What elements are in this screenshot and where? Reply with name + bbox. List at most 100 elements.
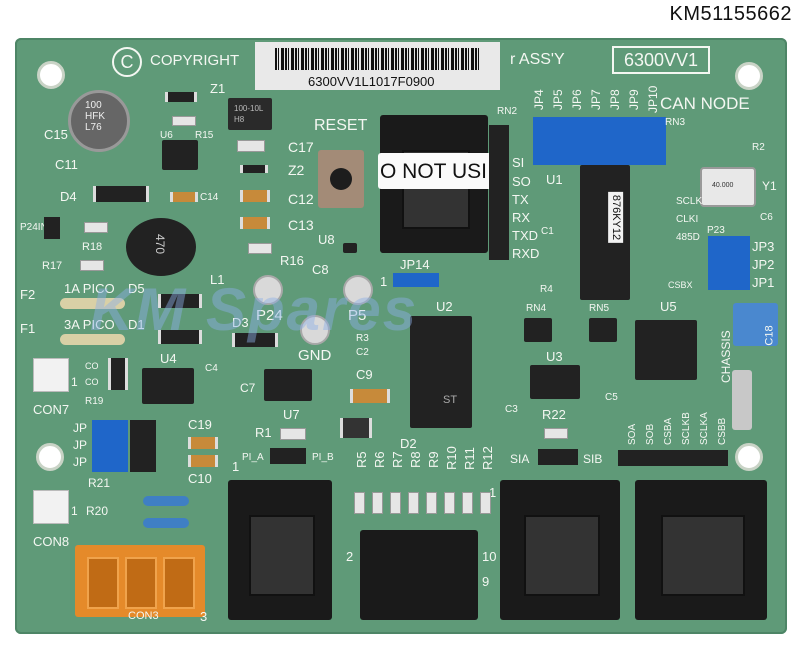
label-csbb: CSBB xyxy=(717,417,728,445)
chip-u3 xyxy=(530,365,580,399)
diode-d3 xyxy=(232,333,278,347)
label-r5: R5 xyxy=(354,451,369,468)
resistor xyxy=(131,518,201,528)
blue-capacitor-c18 xyxy=(733,303,778,346)
label-r2: R2 xyxy=(752,142,765,153)
chip-u2 xyxy=(410,316,472,428)
test-pad-gnd xyxy=(300,315,330,345)
label-c8: C8 xyxy=(312,262,329,277)
label-c3: C3 xyxy=(505,404,518,415)
crystal-marking: 40.000 xyxy=(712,182,734,189)
label-d5: D5 xyxy=(128,281,145,296)
label-r1: R1 xyxy=(255,425,272,440)
header-sia-sib[interactable] xyxy=(538,449,578,465)
jp2-label: JP2 xyxy=(752,257,775,272)
resistor-r20 xyxy=(131,496,201,506)
label-soa: SOA xyxy=(627,423,638,445)
jumper-block-top[interactable] xyxy=(533,117,666,165)
label-d1: D1 xyxy=(128,317,145,332)
label-r11: R11 xyxy=(462,447,477,470)
resistor xyxy=(444,492,455,514)
label-d2: D2 xyxy=(400,436,417,451)
copyright-text: COPYRIGHT xyxy=(150,52,240,69)
resistor-r22 xyxy=(544,428,568,439)
resistor-r1 xyxy=(280,428,306,440)
fuse-f1 xyxy=(60,334,125,345)
jp5-label: JP5 xyxy=(551,89,565,110)
label-d4: D4 xyxy=(60,189,77,204)
jp7-label: JP7 xyxy=(589,89,603,110)
rj-jack-right xyxy=(635,480,767,620)
inductor xyxy=(126,218,196,276)
label-one-con7: 1 xyxy=(71,375,78,389)
label-r17: R17 xyxy=(42,260,63,272)
resistor xyxy=(480,492,491,514)
label-d3: D3 xyxy=(232,315,249,330)
label-c9: C9 xyxy=(356,367,373,382)
resistor xyxy=(426,492,437,514)
label-r16: R16 xyxy=(280,253,304,268)
p5-label: P5 xyxy=(348,307,367,324)
signal-rxd: RXD xyxy=(512,246,540,261)
label-con3: CON3 xyxy=(128,610,159,622)
chassis-label: CHASSIS xyxy=(719,330,733,383)
resistor xyxy=(390,492,401,514)
resistor xyxy=(408,492,419,514)
label-c14: C14 xyxy=(200,192,219,203)
signal-header xyxy=(489,125,509,260)
jumper-block-left[interactable] xyxy=(92,420,128,472)
resistor xyxy=(172,116,196,126)
rj-jack-middle xyxy=(500,480,620,620)
capacitor-c19 xyxy=(188,437,218,449)
diode-d1 xyxy=(158,330,202,344)
sclk-header[interactable] xyxy=(618,450,728,466)
reset-button[interactable] xyxy=(318,150,364,208)
diode xyxy=(165,92,197,102)
terminal-cell xyxy=(163,557,195,609)
jp3-label: JP3 xyxy=(752,239,775,254)
label-u2: U2 xyxy=(436,299,453,314)
label-one-rj: 1 xyxy=(489,485,497,500)
crystal-y1: 40.000 xyxy=(700,167,756,207)
label-jp-a: JP xyxy=(73,421,88,435)
label-z1: Z1 xyxy=(210,81,226,96)
label-c12: C12 xyxy=(288,191,314,207)
label-sob: SOB xyxy=(645,423,656,445)
chip-code-sticker: 876KY12 xyxy=(608,191,624,244)
signal-rx: RX xyxy=(512,210,531,225)
label-z2: Z2 xyxy=(288,162,305,178)
label-c10: C10 xyxy=(188,471,212,486)
test-pad-p24 xyxy=(253,275,283,305)
label-u3: U3 xyxy=(546,349,563,364)
chip-u6 xyxy=(162,140,198,170)
label-u5: U5 xyxy=(660,299,677,314)
label-sia: SIA xyxy=(510,452,530,466)
jumper-jp14[interactable] xyxy=(393,273,439,287)
capacitor xyxy=(240,190,270,202)
watermark: KM Spares xyxy=(90,276,419,343)
diode-vertical xyxy=(108,358,128,390)
copyright-symbol: C xyxy=(112,47,142,77)
jumper-block-right[interactable] xyxy=(708,236,750,290)
label-l1: L1 xyxy=(210,272,225,287)
label-csba: CSBA xyxy=(663,417,674,445)
reset-button-cap[interactable] xyxy=(330,168,352,190)
label-clki: CLKI xyxy=(676,214,699,225)
ribbon-connector xyxy=(360,530,478,620)
resistor-net-rn4 xyxy=(524,318,552,342)
label-co-a: CO xyxy=(85,361,99,371)
label-r19: R19 xyxy=(85,396,104,407)
label-u6: U6 xyxy=(160,130,173,141)
connector-p24in xyxy=(44,217,60,239)
label-r8: R8 xyxy=(408,451,423,468)
do-not-use-text: O NOT USI xyxy=(380,160,487,183)
header-pi[interactable] xyxy=(270,448,306,464)
label-u7: U7 xyxy=(283,407,300,422)
connector-con8 xyxy=(33,490,69,524)
p24-label: P24 xyxy=(256,307,283,324)
resistor xyxy=(354,492,365,514)
label-rn3: RN3 xyxy=(665,117,686,128)
label-r21: R21 xyxy=(88,476,111,490)
label-con8: CON8 xyxy=(33,534,70,549)
label-r3: R3 xyxy=(356,333,369,344)
